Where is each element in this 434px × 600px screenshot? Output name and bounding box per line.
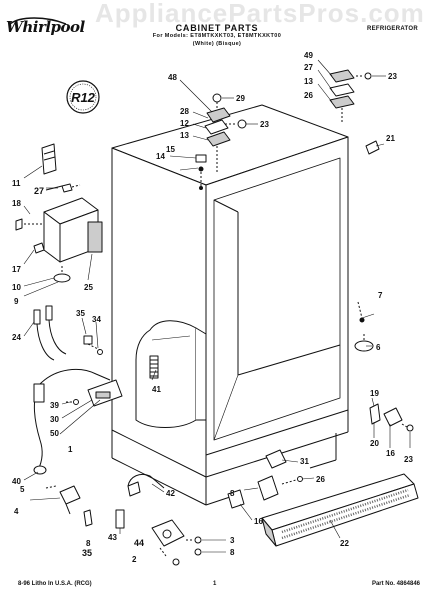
callout-16-lower: 16	[254, 517, 263, 526]
callout-6: 6	[376, 343, 381, 352]
top-right-hinge-assembly	[329, 69, 380, 155]
callout-8: 8	[86, 539, 91, 548]
callout-23-right: 23	[388, 72, 397, 81]
litho-note: 8-96 Litho In U.S.A. (RCG)	[18, 581, 92, 587]
callout-27-right: 27	[304, 63, 313, 72]
callout-35-lower: 35	[82, 548, 92, 558]
callout-17: 17	[12, 265, 21, 274]
whirlpool-logo	[9, 17, 67, 25]
callout-21: 21	[386, 134, 395, 143]
callout-22: 22	[340, 539, 349, 548]
callout-11: 11	[12, 179, 21, 188]
relay-box-assembly	[15, 143, 103, 283]
page-number: 1	[213, 581, 217, 587]
toe-grille	[261, 473, 419, 547]
refrigerator-cabinet	[111, 104, 349, 506]
r12-label: R12	[71, 90, 96, 105]
part-number: Part No. 4864846	[371, 581, 420, 587]
callout-5: 5	[20, 485, 25, 494]
callout-1: 1	[68, 445, 73, 454]
callout-44: 44	[134, 538, 144, 548]
callout-15: 15	[166, 145, 175, 154]
callout-10: 10	[12, 283, 21, 292]
callout-42: 42	[166, 489, 175, 498]
callout-20: 20	[370, 439, 379, 448]
callout-39: 39	[50, 401, 59, 410]
callout-50: 50	[50, 429, 59, 438]
wiring-harness	[33, 305, 103, 361]
callout-25: 25	[84, 283, 93, 292]
callout-16: 16	[386, 449, 395, 458]
callout-26: 26	[304, 91, 313, 100]
callout-23-lower: 23	[404, 455, 413, 464]
r12-badge: R12	[66, 80, 100, 114]
leveling-leg-parts	[354, 301, 414, 432]
callout-34: 34	[92, 315, 101, 324]
callout-41: 41	[152, 385, 161, 394]
callout-12: 12	[180, 119, 189, 128]
callout-35: 35	[76, 309, 85, 318]
callout-24: 24	[12, 333, 21, 342]
callout-27: 27	[34, 186, 44, 196]
callout-31: 31	[300, 457, 309, 466]
callout-26-lower: 26	[316, 475, 325, 484]
callout-49: 49	[304, 51, 313, 60]
callout-43: 43	[108, 533, 117, 542]
callout-3: 3	[230, 536, 235, 545]
callout-9: 9	[14, 297, 19, 306]
power-cord-assembly	[33, 368, 123, 475]
brand-name: Whirlpool	[6, 18, 85, 36]
callout-4: 4	[14, 507, 19, 516]
drain-spring	[149, 355, 159, 379]
top-hinge-assembly	[195, 93, 247, 190]
watermark-text: AppliancePartsPros.com	[95, 0, 425, 28]
callout-40: 40	[12, 477, 21, 486]
callout-19: 19	[370, 389, 379, 398]
callout-18: 18	[12, 199, 21, 208]
callout-28: 28	[180, 107, 189, 116]
model-numbers: For Models: ET8MTKXKT03, ET8MTKXKT00	[152, 33, 282, 39]
model-colors: (White) (Bisque)	[192, 41, 242, 47]
callout-8-middle: 8	[230, 489, 235, 498]
callout-2: 2	[132, 555, 137, 564]
callout-29: 29	[236, 94, 245, 103]
callout-14: 14	[156, 152, 165, 161]
lower-left-parts	[45, 473, 202, 566]
diagram-title: CABINET PARTS	[175, 23, 259, 33]
callout-13: 13	[180, 131, 189, 140]
callout-7: 7	[378, 291, 383, 300]
base-bracket-parts	[227, 449, 303, 509]
callout-30: 30	[50, 415, 59, 424]
callout-13-right: 13	[304, 77, 313, 86]
callout-8-lower: 8	[230, 548, 235, 557]
appliance-category: REFRIGERATOR	[366, 26, 418, 32]
callout-23: 23	[260, 120, 269, 129]
callout-48: 48	[168, 73, 177, 82]
